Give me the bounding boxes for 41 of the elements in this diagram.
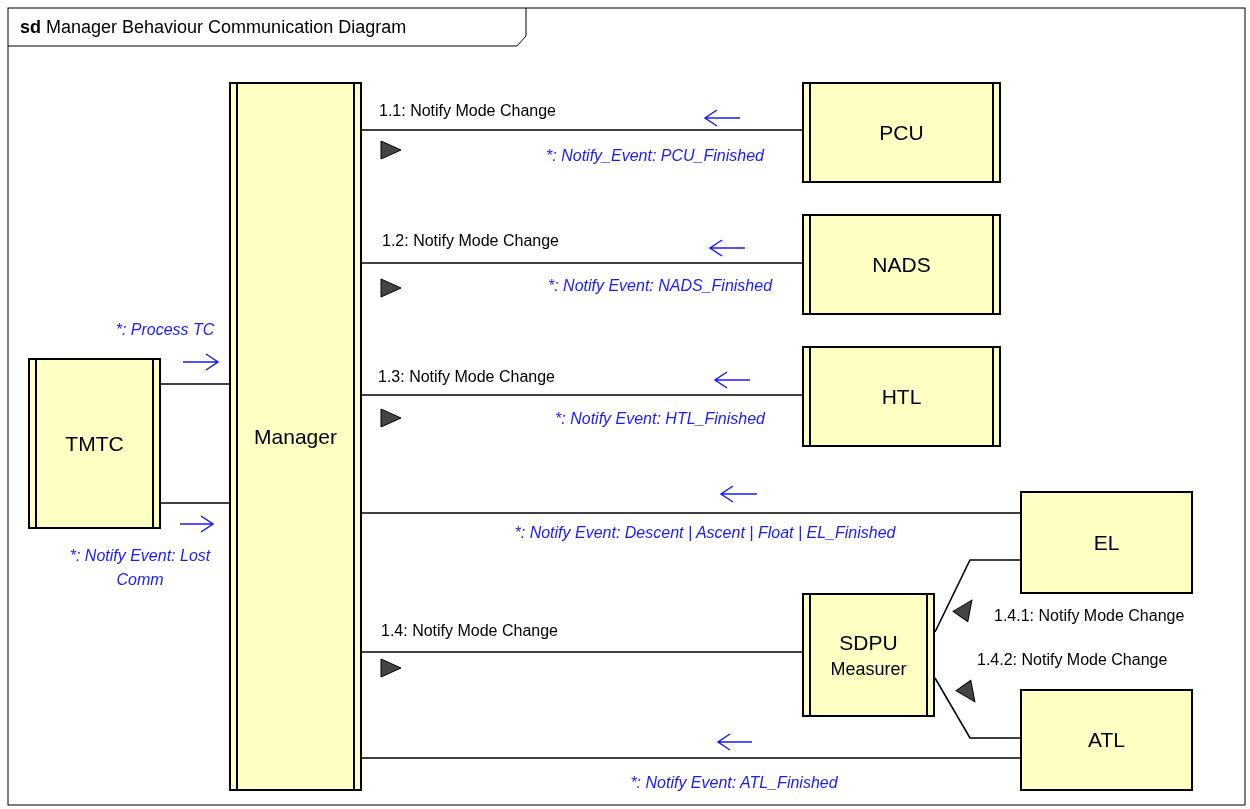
message-label: *: Notify Event: ATL_Finished — [629, 774, 839, 792]
object-name: NADS — [872, 252, 931, 277]
message-label: *: Notify Event: HTL_Finished — [554, 410, 767, 428]
message-label: 1.1: Notify Mode Change — [379, 102, 556, 120]
message-label: *: Notify Event: Descent | Ascent | Float | EL_Finished — [513, 524, 897, 542]
message-label: 1.2: Notify Mode Change — [382, 232, 559, 250]
object-box — [1020, 491, 1193, 594]
object-name: TMTC — [65, 431, 124, 456]
link-line — [934, 677, 1021, 739]
message-label: *: Notify_Event: PCU_Finished — [545, 147, 766, 165]
object-box — [802, 214, 1001, 315]
link-line — [361, 651, 803, 653]
link-line — [361, 512, 1021, 514]
message-label: *: Notify Event: Lost Comm — [68, 546, 212, 590]
object-box — [1020, 689, 1193, 791]
message-label: 1.3: Notify Mode Change — [378, 368, 555, 386]
message-label: *: Process TC — [114, 321, 216, 339]
diagram-title: sd Manager Behaviour Communication Diagram — [20, 17, 407, 38]
link-line — [361, 757, 1021, 759]
message-label: *: Notify Event: NADS_Finished — [546, 277, 774, 295]
link-line — [160, 383, 230, 385]
message-label: 1.4: Notify Mode Change — [381, 622, 558, 640]
object-box — [802, 82, 1001, 183]
object-box — [28, 358, 161, 529]
object-name: ATL — [1088, 728, 1125, 752]
link-line — [361, 129, 803, 131]
object-box — [802, 346, 1001, 447]
link-line — [934, 559, 1021, 633]
message-label: 1.4.2: Notify Mode Change — [977, 651, 1168, 669]
object-name: EL — [1093, 530, 1120, 555]
link-line — [361, 394, 803, 396]
link-line — [361, 262, 803, 264]
object-name: Manager — [254, 424, 337, 449]
object-name: PCU — [879, 120, 924, 145]
link-line — [160, 502, 230, 504]
object-name: HTL — [881, 384, 922, 409]
object-box — [802, 593, 935, 717]
object-name: Measurer — [830, 658, 907, 680]
message-label: 1.4.1: Notify Mode Change — [994, 607, 1185, 625]
object-name: SDPU — [839, 630, 898, 655]
object-box — [229, 82, 362, 791]
